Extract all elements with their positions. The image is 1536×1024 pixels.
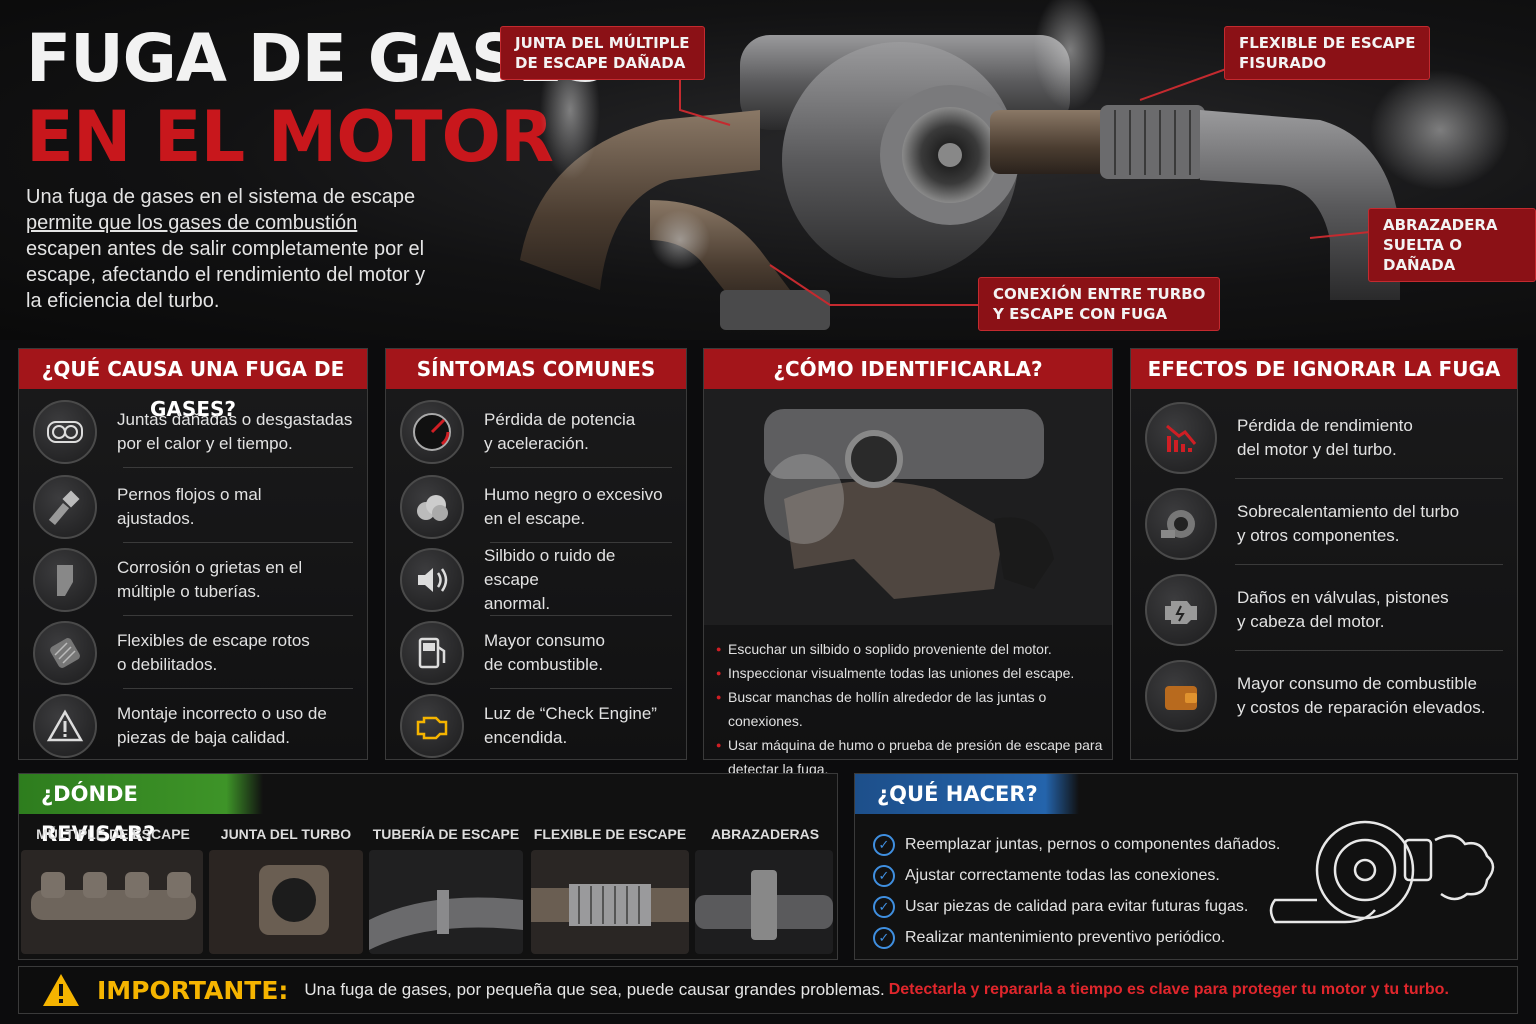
list-item: ✓ Ajustar correctamente todas las conexio… <box>873 860 1280 891</box>
callout-manifold-gasket: JUNTA DEL MÚLTIPLE DE ESCAPE DAÑADA <box>500 26 705 80</box>
list-item: Pérdida de potencia y aceleración. <box>400 395 672 468</box>
list-item: Inspeccionar visualmente todas las union… <box>716 661 1104 685</box>
flex-pipe-photo <box>531 850 689 954</box>
symptom-text: Silbido o ruido de escape anormal. <box>484 545 616 613</box>
important-text: Una fuga de gases, por pequeña que sea, … <box>304 980 885 999</box>
callout-turbo-connection: CONEXIÓN ENTRE TURBO Y ESCAPE CON FUGA <box>978 277 1221 331</box>
list-item: Mayor consumo de combustible. <box>400 616 672 689</box>
todo-list: ✓ Reemplazar juntas, pernos o componentes… <box>873 829 1280 953</box>
list-item: Daños en válvulas, pistones y cabeza del… <box>1145 569 1503 651</box>
list-item: ✓ Reemplazar juntas, pernos o componentes… <box>873 829 1280 860</box>
todo-text: Usar piezas de calidad para evitar futur… <box>905 897 1249 915</box>
list-item: Pernos flojos o mal ajustados. <box>33 470 353 543</box>
list-item: ✓ Usar piezas de calidad para evitar futu… <box>873 891 1280 922</box>
todo-title: ¿QUÉ HACER? <box>855 774 1079 814</box>
flex-pipe-icon <box>33 620 97 685</box>
turbo-engine-illustration <box>520 0 1510 330</box>
list-item: Humo negro o excesivo en el escape. <box>400 470 672 543</box>
effects-title: EFECTOS DE IGNORAR LA FUGA <box>1131 349 1517 389</box>
bolt-icon <box>33 474 97 539</box>
cause-text: Corrosión o grietas en el múltiple o tub… <box>117 557 303 601</box>
symptoms-title: SÍNTOMAS COMUNES <box>386 349 686 389</box>
list-item: Sobrecalentamiento del turbo y otros com… <box>1145 483 1503 565</box>
intro-part3: escapen antes de salir completamente por… <box>26 238 426 312</box>
list-item: Escuchar un silbido o soplido provenient… <box>716 637 1104 661</box>
gasket-icon <box>33 399 97 464</box>
smoke-icon <box>400 474 464 539</box>
identify-bullets: Escuchar un silbido o soplido provenient… <box>716 637 1104 781</box>
list-item: Buscar manchas de hollín alrededor de la… <box>716 685 1104 733</box>
list-item: Mayor consumo de combustible y costos de… <box>1145 655 1503 737</box>
clamp-photo <box>695 850 833 954</box>
important-highlight: Detectarla y repararla a tiempo es clave… <box>888 981 1449 998</box>
check-circle-icon: ✓ <box>873 833 895 856</box>
intro-text: Una fuga de gases en el sistema de escap… <box>26 184 426 314</box>
column-label: JUNTA DEL TURBO <box>220 826 352 842</box>
symptoms-panel: SÍNTOMAS COMUNES Pérdida de potencia y a… <box>385 348 687 760</box>
identify-panel: ¿CÓMO IDENTIFICARLA? Escuchar un silbido… <box>703 348 1113 777</box>
engine-inspection-photo <box>704 389 1112 625</box>
warning-icon <box>33 693 97 758</box>
important-banner: IMPORTANTE: Una fuga de gases, por peque… <box>18 966 1518 1014</box>
page-title-line2: EN EL MOTOR <box>26 96 554 178</box>
list-item: Pérdida de rendimiento del motor y del t… <box>1145 397 1503 479</box>
cause-text: Pernos flojos o mal ajustados. <box>117 484 262 528</box>
list-item: ✓ Realizar mantenimiento preventivo perió… <box>873 922 1280 953</box>
effect-text: Sobrecalentamiento del turbo y otros com… <box>1237 502 1460 545</box>
list-item: Silbido o ruido de escape anormal. <box>400 543 672 616</box>
exhaust-manifold-photo <box>21 850 203 954</box>
column-label: MÚLTIPLE DE ESCAPE <box>36 826 190 842</box>
todo-text: Realizar mantenimiento preventivo periód… <box>905 928 1226 946</box>
todo-text: Ajustar correctamente todas las conexion… <box>905 866 1220 884</box>
effect-text: Daños en válvulas, pistones y cabeza del… <box>1237 588 1449 631</box>
exhaust-pipe-photo <box>369 850 523 954</box>
effects-panel: EFECTOS DE IGNORAR LA FUGA Pérdida de re… <box>1130 348 1518 760</box>
check-circle-icon: ✓ <box>873 926 895 949</box>
declining-chart-icon <box>1145 402 1217 474</box>
gauge-icon <box>400 399 464 464</box>
column-label: TUBERÍA DE ESCAPE <box>372 826 520 842</box>
where-panel: ¿DÓNDE REVISAR? MÚLTIPLE DE ESCAPE JUNTA… <box>18 773 838 960</box>
effect-text: Mayor consumo de combustible y costos de… <box>1237 674 1486 717</box>
turbo-outline-icon <box>1269 820 1495 924</box>
list-item: Juntas dañadas o desgastadas por el calo… <box>33 395 353 468</box>
list-item: Corrosión o grietas en el múltiple o tub… <box>33 543 353 616</box>
warning-icon <box>43 974 79 1006</box>
symptom-text: Pérdida de potencia y aceleración. <box>484 409 636 453</box>
list-item: Flexibles de escape rotos o debilitados. <box>33 616 353 689</box>
check-circle-icon: ✓ <box>873 864 895 887</box>
list-item: Luz de “Check Engine” encendida. <box>400 689 672 762</box>
causes-panel: ¿QUÉ CAUSA UNA FUGA DE GASES? Juntas dañ… <box>18 348 368 760</box>
check-circle-icon: ✓ <box>873 895 895 918</box>
important-label: IMPORTANTE: <box>97 975 289 1005</box>
check-engine-icon <box>400 693 464 758</box>
causes-title: ¿QUÉ CAUSA UNA FUGA DE GASES? <box>19 349 367 421</box>
intro-part1: Una fuga de gases en el sistema de escap… <box>26 186 416 208</box>
intro-part2: permite que los gases de combustión <box>26 212 358 234</box>
symptom-text: Mayor consumo de combustible. <box>484 630 605 674</box>
where-title: ¿DÓNDE REVISAR? <box>19 774 263 846</box>
identify-title: ¿CÓMO IDENTIFICARLA? <box>704 349 1112 389</box>
fuel-pump-icon <box>400 620 464 685</box>
cause-text: Flexibles de escape rotos o debilitados. <box>117 630 310 674</box>
column-label: ABRAZADERAS <box>710 826 820 842</box>
speaker-icon <box>400 547 464 612</box>
todo-text: Reemplazar juntas, pernos o componentes … <box>905 835 1281 853</box>
engine-icon <box>1145 574 1217 646</box>
callout-flex-pipe: FLEXIBLE DE ESCAPE FISURADO <box>1224 26 1431 80</box>
cause-text: Montaje incorrecto o uso de piezas de ba… <box>117 703 327 747</box>
symptom-text: Humo negro o excesivo en el escape. <box>484 484 663 528</box>
cause-text: Juntas dañadas o desgastadas por el calo… <box>117 409 353 453</box>
turbo-icon <box>1145 488 1217 560</box>
effect-text: Pérdida de rendimiento del motor y del t… <box>1237 416 1413 459</box>
turbo-gasket-photo <box>209 850 363 954</box>
pipe-icon <box>33 547 97 612</box>
symptom-text: Luz de “Check Engine” encendida. <box>484 703 657 747</box>
callout-clamp: ABRAZADERA SUELTA O DAÑADA <box>1368 208 1536 282</box>
todo-panel: ¿QUÉ HACER? ✓ Reemplazar juntas, pernos o… <box>854 773 1518 960</box>
hero-section: FUGA DE GASES EN EL MOTOR Una fuga de ga… <box>0 0 1536 340</box>
column-label: FLEXIBLE DE ESCAPE <box>533 826 687 842</box>
wallet-icon <box>1145 660 1217 732</box>
list-item: Montaje incorrecto o uso de piezas de ba… <box>33 689 353 762</box>
